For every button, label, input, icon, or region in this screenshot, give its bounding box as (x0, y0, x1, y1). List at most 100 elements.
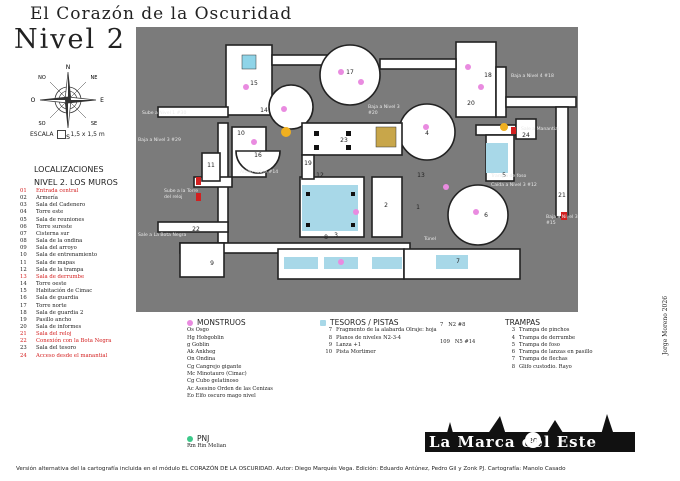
water-pool-5 (486, 143, 508, 173)
compass-n: N (66, 64, 71, 71)
room-num-4: 4 (425, 130, 429, 137)
room-18 (455, 41, 497, 118)
traps-heading: TRAMPAS (505, 318, 541, 327)
water-pool-1 (284, 257, 318, 269)
publisher-logo: 20 (425, 414, 635, 452)
water-pool-center (302, 185, 358, 231)
room-num-5: 5 (502, 172, 506, 179)
monster-item: Eo Elfo oscuro mago nivel (187, 392, 256, 399)
npc-heading: PNJ (187, 435, 307, 442)
room-num-15: 15 (250, 80, 258, 87)
room-num-12: 12 (316, 172, 324, 179)
npc-dot-icon (187, 436, 193, 442)
room-num-14: 14 (260, 107, 268, 114)
tower-17 (319, 44, 381, 106)
monster-item: Os Osgo (187, 327, 209, 334)
label-sube-torre: Sube a la Torre del reloj (164, 189, 199, 200)
monster-dot-icon (187, 320, 193, 326)
room-num-8: 8 (324, 234, 328, 241)
compass-rose: N S E O NE NO SE SO (31, 64, 104, 140)
water-pool-4 (436, 255, 468, 269)
room-num-10: 10 (237, 130, 245, 137)
room-num-2: 2 (384, 202, 388, 209)
room-21 (555, 106, 569, 218)
label-baja-n4: Baja a Nivel 4 #18 (511, 74, 554, 79)
corridor-baja-n4 (505, 96, 577, 108)
room-num-21: 21 (558, 192, 566, 199)
locations-heading: LOCALIZACIONES (34, 165, 104, 174)
room-num-23: 23 (340, 137, 348, 144)
room-num-16: 16 (254, 152, 262, 159)
trap-grid-2 (241, 54, 257, 70)
water-pool-3 (372, 257, 402, 269)
compass-o: O (31, 97, 36, 104)
label-sube-n1: Sube a Nivel 1 #30 (142, 111, 187, 116)
monster-item: Hg Hobgoblin (187, 334, 224, 341)
room-num-20: 20 (467, 100, 475, 107)
room-num-9: 9 (210, 260, 214, 267)
label-baja-n3-15: Baja a Nivel 3 #15 (546, 215, 578, 226)
tower-6 (447, 184, 509, 246)
room-9 (179, 242, 225, 278)
label-trampa-foso: Trampa de foso (491, 174, 527, 179)
key-reference: 7 N2 #8 109 N5 #14 (440, 322, 510, 347)
label-baja-n3-29: Baja a Nivel 3 #29 (138, 138, 181, 143)
scale-value: 1,5 x 1,5 m (70, 131, 105, 138)
compass-e: E (100, 97, 104, 104)
corridor-northeast (379, 58, 457, 70)
corridor-east (495, 66, 507, 118)
credits: Versión alternativa del la cartografía i… (16, 466, 566, 472)
key-ref-d: N5 #14 (454, 339, 476, 346)
room-2 (371, 176, 403, 238)
corridor-bota (157, 221, 229, 233)
room-num-17: 17 (346, 69, 354, 76)
compass-se: SE (91, 121, 97, 127)
room-11 (201, 152, 221, 182)
corridor-sube (157, 106, 229, 118)
monsters-heading: MONSTRUOS (187, 319, 317, 326)
compass-ne: NE (91, 75, 98, 81)
tower-14 (268, 84, 314, 130)
locations-subheading: NIVEL 2. LOS MUROS (34, 178, 118, 187)
label-baja-n3-20: Baja a Nivel 3 #20 (368, 105, 400, 116)
author-credit: Jorge Moreno 2026 (662, 295, 669, 355)
room-num-22: 22 (192, 226, 200, 233)
logo-text: La Marca del Este (429, 433, 598, 451)
monster-item: Cg Cangrejo gigante (187, 363, 242, 370)
monster-item: g Goblin (187, 341, 210, 348)
label-sale-manantial: Sale a Manantial (521, 127, 560, 132)
treasure-icon (320, 320, 326, 326)
monster-item: Cg Cubo gelatinoso (187, 378, 239, 385)
room-num-24: 24 (522, 132, 530, 139)
label-caida-n3: Caída a Nivel 3 #12 (491, 183, 537, 188)
compass-no: NO (38, 75, 46, 81)
label-sale-bota: Sale a La Bota Negra (138, 233, 187, 238)
room-num-7: 7 (456, 258, 460, 265)
